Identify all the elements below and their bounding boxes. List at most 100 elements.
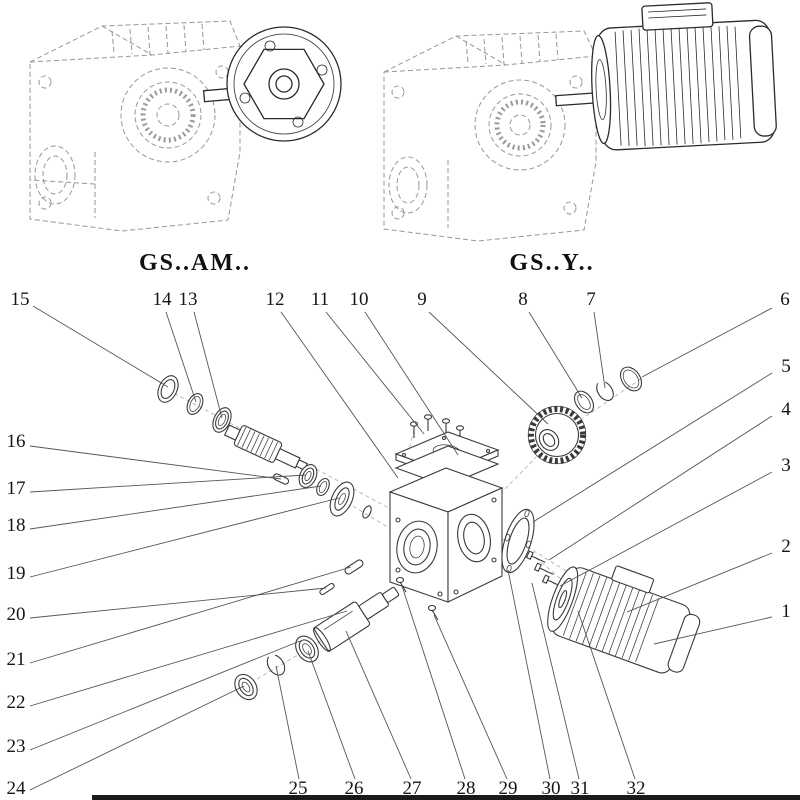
flange-bolt-hole	[316, 64, 328, 76]
leader-line-12	[280, 311, 399, 479]
part-number-31: 31	[571, 778, 590, 799]
leader-line-25	[275, 665, 300, 780]
part-number-21: 21	[7, 649, 26, 670]
flange-bolt-hole	[239, 92, 251, 104]
leader-line-4	[548, 415, 773, 561]
leader-line-32	[577, 610, 636, 780]
bearing-17	[298, 464, 318, 488]
output-flange-ring-30	[501, 508, 535, 574]
worm-gear-disc-19	[329, 481, 355, 517]
part-number-4: 4	[781, 399, 791, 420]
leader-line-22	[29, 610, 348, 707]
leader-line-30	[507, 569, 551, 780]
leader-line-31	[531, 582, 580, 780]
part-number-19: 19	[7, 563, 26, 584]
leader-line-24	[29, 685, 245, 791]
leader-line-11	[325, 311, 425, 435]
part-number-28: 28	[457, 778, 476, 799]
oil-seal-24	[234, 673, 258, 701]
leader-line-23	[29, 640, 301, 751]
part-number-16: 16	[7, 431, 26, 452]
motor-exploded	[547, 565, 701, 674]
part-number-26: 26	[345, 778, 364, 799]
leader-line-10	[364, 311, 459, 456]
motor-terminal-box	[611, 565, 655, 594]
leader-line-26	[307, 650, 356, 780]
motor-gsy	[591, 2, 777, 151]
leader-line-9	[428, 311, 549, 425]
leader-line-2	[626, 552, 773, 613]
part-number-20: 20	[7, 604, 26, 625]
part-number-15: 15	[11, 289, 30, 310]
part-number-23: 23	[7, 736, 26, 757]
leader-line-13	[193, 311, 223, 419]
part-number-17: 17	[7, 478, 26, 499]
part-number-24: 24	[7, 778, 27, 799]
leader-line-20	[29, 587, 327, 619]
snap-ring-25	[266, 654, 286, 676]
retaining-ring-14	[186, 393, 204, 415]
part-number-11: 11	[311, 289, 329, 310]
part-number-27: 27	[403, 778, 422, 799]
pin-20	[319, 582, 335, 596]
leader-line-3	[559, 471, 773, 587]
leader-line-8	[528, 311, 583, 399]
spline-bore-gsy	[494, 99, 546, 151]
motor-end-bell	[748, 25, 777, 137]
part-number-30: 30	[542, 778, 561, 799]
variant-label-gsy: GS..Y..	[509, 250, 594, 276]
part-number-12: 12	[266, 289, 285, 310]
screw-29	[427, 604, 439, 621]
bearing-13	[212, 407, 232, 433]
leader-line-27	[345, 630, 412, 780]
seal-ring-6	[619, 366, 643, 392]
leader-line-7	[593, 311, 606, 389]
snap-ring-7	[596, 380, 614, 402]
leader-line-19	[29, 497, 340, 578]
part-number-2: 2	[781, 536, 791, 557]
leader-line-14	[165, 311, 197, 403]
shim-ring-8	[573, 390, 595, 414]
leader-line-28	[401, 585, 466, 780]
gearbox-outline-gsy	[383, 30, 597, 242]
flange-bolt-hole	[264, 40, 276, 52]
leader-line-18	[29, 485, 322, 530]
gearbox-housing	[388, 467, 504, 603]
part-number-6: 6	[780, 289, 790, 310]
leader-line-1	[653, 616, 773, 645]
part-number-13: 13	[179, 289, 198, 310]
worm-shaft	[223, 424, 309, 471]
part-number-14: 14	[153, 289, 173, 310]
spacer-ring	[362, 505, 372, 519]
leader-line-17	[29, 474, 307, 493]
flange-bolt-hole	[292, 116, 304, 128]
part-number-8: 8	[518, 289, 528, 310]
leader-line-5	[532, 372, 773, 523]
screw-28	[395, 576, 407, 593]
part-number-10: 10	[350, 289, 369, 310]
oil-seal-15	[157, 375, 179, 403]
part-number-22: 22	[7, 692, 26, 713]
part-number-9: 9	[417, 289, 427, 310]
leader-line-16	[29, 445, 282, 480]
leader-line-29	[433, 614, 508, 780]
leader-line-15	[32, 305, 169, 388]
part-number-18: 18	[7, 515, 26, 536]
gearbox-outline-gsam	[29, 20, 241, 232]
part-number-1: 1	[781, 601, 791, 622]
part-number-3: 3	[781, 455, 791, 476]
part-number-7: 7	[586, 289, 596, 310]
motor-rear-cap	[667, 613, 701, 673]
motor-front-flange-32	[547, 566, 579, 632]
leader-line-21	[29, 566, 352, 664]
spline-bore-gsam	[140, 87, 196, 143]
part-number-25: 25	[289, 778, 308, 799]
part-number-29: 29	[499, 778, 518, 799]
shaft-key-21	[344, 559, 364, 575]
leader-line-6	[641, 307, 773, 378]
part-number-32: 32	[627, 778, 646, 799]
bearing-26	[295, 635, 319, 663]
